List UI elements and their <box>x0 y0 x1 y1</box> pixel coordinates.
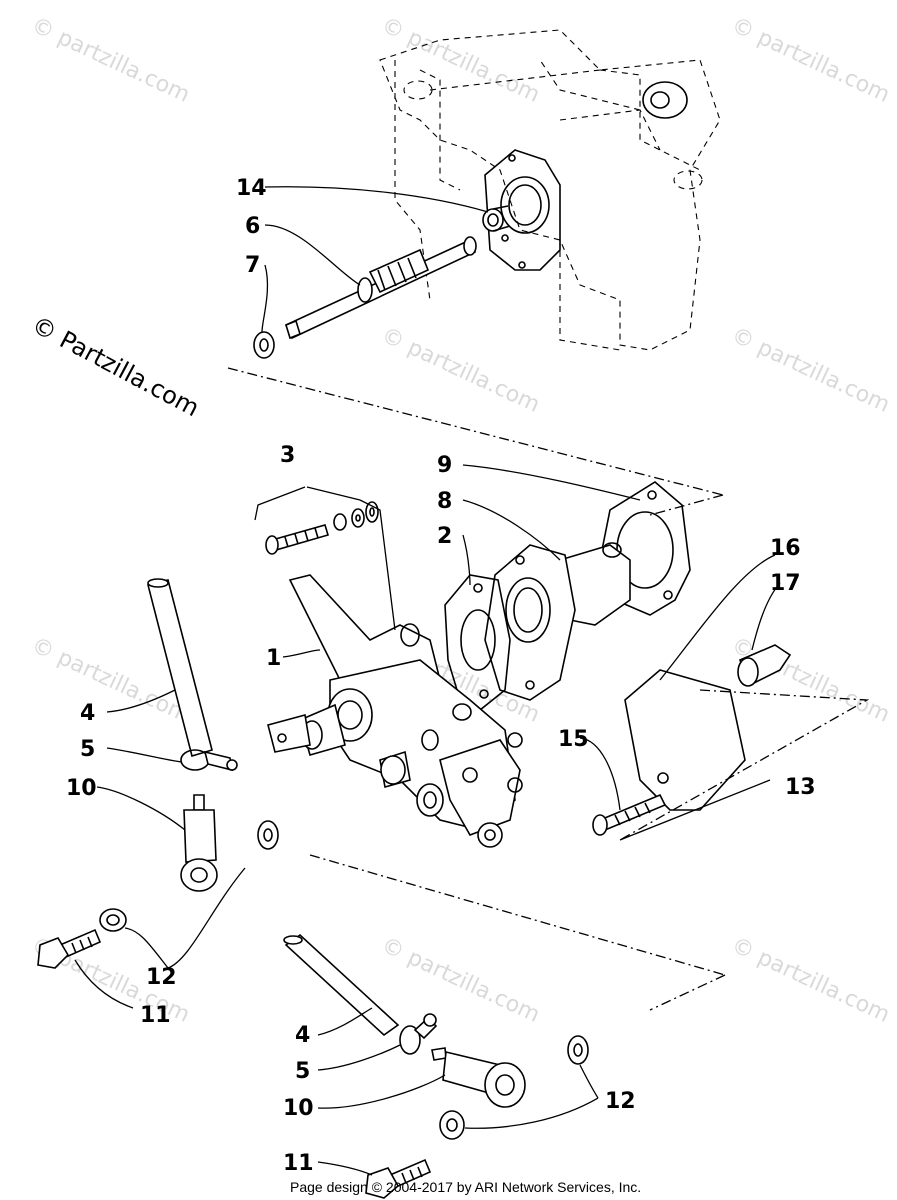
part-12-washers-lower <box>439 1035 589 1140</box>
assembly-line <box>649 494 724 516</box>
callout-7: 7 <box>245 253 260 278</box>
part-10-banjo-upper <box>180 794 218 892</box>
part-5-clamp-upper <box>180 749 238 772</box>
part-12-washers-upper <box>99 820 279 932</box>
part-17-cap <box>737 644 792 687</box>
watermark-tile: © partzilla.com <box>727 933 893 1028</box>
part-11-bolt-upper <box>37 928 102 969</box>
callout-5-lower: 5 <box>295 1059 310 1084</box>
callout-15: 15 <box>558 727 589 752</box>
callout-2: 2 <box>437 524 452 549</box>
assembly-line <box>619 689 870 841</box>
part-5-clamp-lower <box>399 1013 438 1055</box>
callout-6: 6 <box>245 214 260 239</box>
callout-14: 14 <box>236 176 267 201</box>
callout-leaders <box>74 186 781 1009</box>
watermark-tile: © partzilla.com <box>377 933 543 1028</box>
callout-16: 16 <box>770 536 801 561</box>
part-16-cover <box>624 669 746 811</box>
callout-9: 9 <box>437 453 452 478</box>
watermark-tile: © partzilla.com <box>27 13 193 108</box>
watermark-tile: © partzilla.com <box>727 323 893 418</box>
part-3-screw-washers <box>265 501 379 555</box>
part-4-hose-lower <box>283 933 400 1037</box>
part-7-washer <box>253 331 275 359</box>
callout-4-upper: 4 <box>80 701 95 726</box>
watermark-tile: © partzilla.com <box>377 323 543 418</box>
part-14-bushing <box>482 205 511 232</box>
callout-8: 8 <box>437 489 452 514</box>
callout-10-lower: 10 <box>283 1096 314 1121</box>
assembly-line <box>227 367 724 496</box>
page-credit: Page design © 2004-2017 by ARI Network S… <box>290 1179 641 1195</box>
callout-17: 17 <box>770 571 801 596</box>
part-15-screw <box>592 793 667 836</box>
callout-11-lower: 11 <box>283 1151 314 1176</box>
part-4-hose-upper <box>147 578 213 758</box>
callout-10-upper: 10 <box>66 776 97 801</box>
assembly-line <box>309 854 726 976</box>
part-2-gasket <box>444 574 511 711</box>
callout-12-lower: 12 <box>605 1089 636 1114</box>
callout-5-upper: 5 <box>80 737 95 762</box>
assembly-line <box>649 974 726 1011</box>
callout-1: 1 <box>266 646 281 671</box>
partzilla-watermark: © Partzilla.com <box>27 311 204 423</box>
callout-labels: 14 6 7 3 9 8 2 1 4 5 10 16 17 15 13 12 1… <box>66 176 816 1176</box>
callout-11-upper: 11 <box>140 1003 171 1028</box>
watermark-tile: © partzilla.com <box>727 13 893 108</box>
watermark-tiles: © partzilla.com © partzilla.com © partzi… <box>27 13 893 1028</box>
engine-case <box>379 29 721 351</box>
part-6-drive-shaft <box>284 236 477 340</box>
part-10-banjo-lower <box>431 1047 526 1108</box>
part-11-bolt-lower <box>365 1158 432 1199</box>
callout-12-upper: 12 <box>146 965 177 990</box>
callout-4-lower: 4 <box>295 1023 310 1048</box>
callout-13: 13 <box>785 775 816 800</box>
callout-3: 3 <box>280 443 295 468</box>
watermark-tile: © partzilla.com <box>377 13 543 108</box>
part-1-oil-pump <box>267 574 523 848</box>
callout-leaders-lower <box>317 1007 599 1176</box>
